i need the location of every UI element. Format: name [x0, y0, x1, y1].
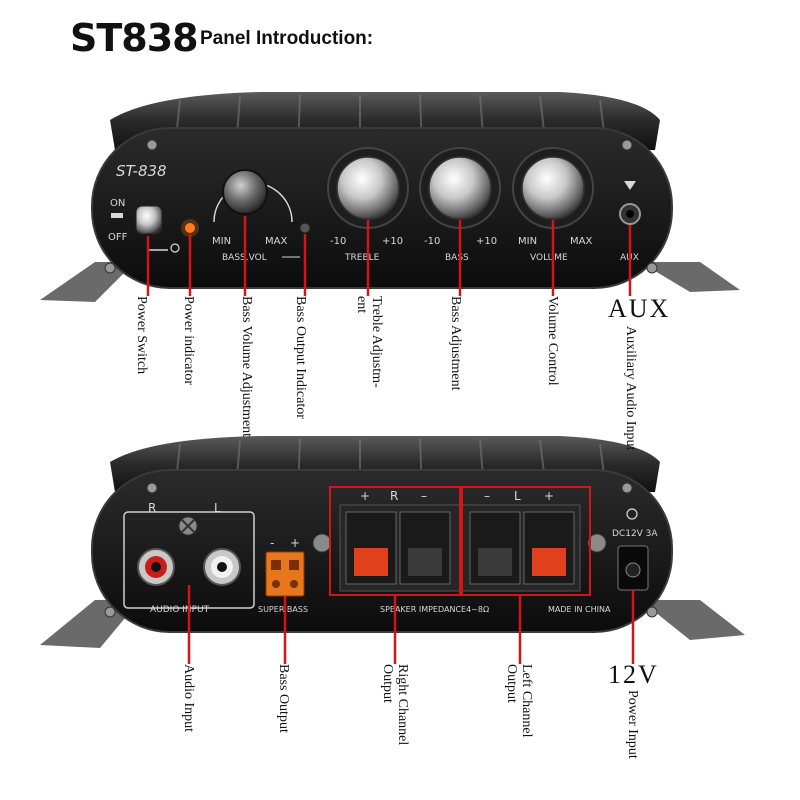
bass-knob[interactable] — [428, 156, 492, 220]
callout-right-channel-output: Right Channel Output — [380, 664, 410, 746]
bass-vol-min: MIN — [212, 236, 231, 247]
aux-arrow-icon — [624, 181, 636, 190]
speaker-impedance-text: SPEAKER IMPEDANCE4~8Ω — [380, 605, 489, 614]
callout-audio-input: Audio Input — [181, 664, 196, 733]
left-minus-label: – — [484, 489, 490, 503]
rear-right-foot — [640, 600, 745, 640]
bass-min: -10 — [424, 236, 440, 247]
power-led-glow — [181, 219, 199, 237]
super-bass-minus: - — [270, 536, 274, 550]
audio-input-panel-label: AUDIO INPUT — [150, 605, 210, 615]
volume-knob[interactable] — [521, 156, 585, 220]
super-bass-plus: + — [290, 536, 300, 550]
treble-min: -10 — [330, 236, 346, 247]
treble-label: TREBLE — [344, 253, 380, 263]
left-plus-label: + — [544, 489, 554, 503]
callout-volume-control: Volume Control — [545, 296, 560, 386]
front-brand-text: ST-838 — [116, 162, 167, 180]
screw — [621, 482, 633, 494]
front-right-foot — [640, 262, 740, 292]
rca-r-label: R — [148, 501, 156, 515]
right-minus-label: – — [421, 489, 427, 503]
callout-left-channel-output: Left Channel Output — [504, 664, 534, 738]
aux-big-label: AUX — [608, 294, 671, 323]
front-unit: ST-838 ON OFF MIN MAX BASS.VOL -10 +10 T… — [40, 92, 740, 302]
switch-on-label: ON — [110, 198, 125, 209]
callout-treble-adjustment: Treble Adjustm- ent — [354, 296, 384, 388]
bass-vol-max: MAX — [265, 236, 287, 247]
left-channel-frame — [461, 486, 591, 596]
right-plus-label: + — [360, 489, 370, 503]
callout-power-switch: Power Switch — [134, 296, 149, 375]
model-title: ST838 — [70, 16, 199, 60]
screw — [146, 482, 158, 494]
super-bass-panel-label: SUPER BASS — [258, 605, 308, 614]
power-switch-button[interactable] — [135, 205, 163, 235]
volume-max: MAX — [570, 236, 592, 247]
switch-symbol — [111, 213, 123, 218]
screw — [104, 606, 116, 618]
callout-bass-adjustment: Bass Adjustment — [448, 296, 463, 391]
callout-bass-output: Bass Output — [276, 664, 291, 733]
screw — [646, 606, 658, 618]
right-r-label: R — [390, 489, 398, 503]
switch-off-label: OFF — [108, 232, 128, 243]
screw — [646, 262, 658, 274]
power-symbol-icon — [170, 243, 180, 253]
screw — [621, 139, 633, 151]
volume-min: MIN — [518, 236, 537, 247]
12v-big-label: 12V — [608, 660, 659, 689]
callout-power-input: Power Input — [625, 690, 640, 759]
panel-intro-subtitle: Panel Introduction: — [200, 28, 374, 49]
made-in-text: MADE IN CHINA — [548, 605, 611, 614]
callout-auxiliary-audio-input: Auxiliary Audio Input — [623, 326, 638, 451]
screw-icon — [587, 533, 607, 553]
bass-vol-knob[interactable] — [222, 169, 268, 215]
dc-polarity-icon — [626, 508, 638, 520]
rca-l-label: L — [214, 501, 221, 515]
callout-power-indicator: Power indicator — [181, 296, 196, 386]
screw — [104, 262, 116, 274]
dc-rating-text: DC12V 3A — [612, 529, 658, 539]
bass-label: BASS — [445, 253, 469, 263]
left-l-label: L — [514, 489, 521, 503]
screw — [146, 139, 158, 151]
callout-bass-volume-adjustment: Bass Volume Adjustment — [239, 296, 254, 438]
screw-icon — [312, 533, 332, 553]
bass-max: +10 — [476, 236, 497, 247]
treble-knob[interactable] — [336, 156, 400, 220]
callout-bass-output-indicator: Bass Output Indicator — [293, 296, 308, 419]
bass-output-indicator-led — [299, 222, 311, 234]
power-indicator-led — [185, 223, 195, 233]
treble-max: +10 — [382, 236, 403, 247]
volume-label: VOLUME — [530, 253, 568, 263]
super-bass-terminal[interactable] — [265, 551, 305, 597]
rear-unit: R L AUDIO INPUT - + SUPER BASS + R – – L… — [40, 436, 745, 664]
